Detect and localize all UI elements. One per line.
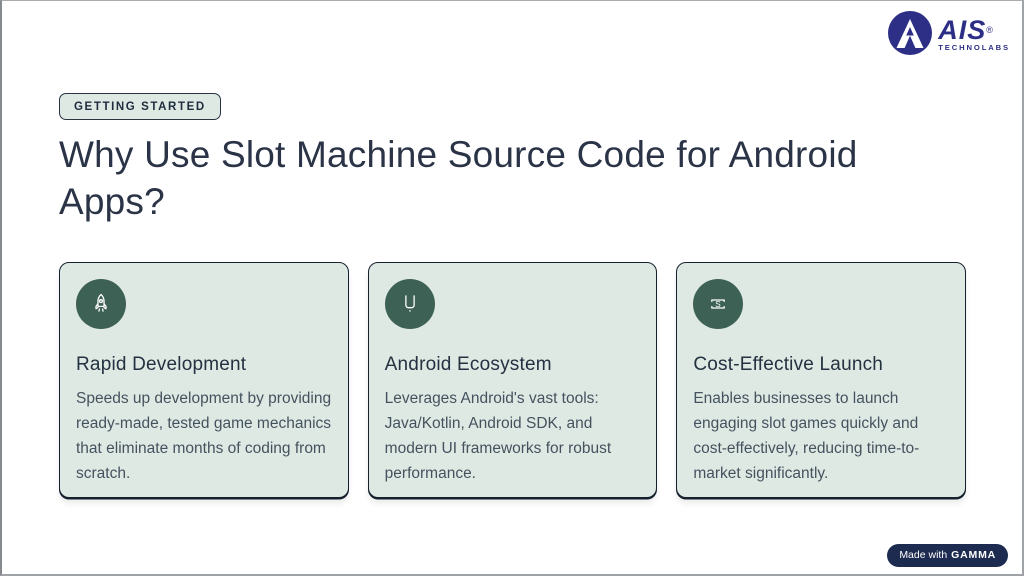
card-title: Rapid Development [76, 354, 247, 375]
svg-text:S: S [716, 300, 722, 309]
card-title: Android Ecosystem [384, 354, 552, 375]
ais-logo-mark [888, 11, 933, 55]
card-description: Leverages Android's vast tools: Java/Kot… [384, 390, 612, 482]
stylized-a-icon [896, 19, 924, 48]
card-icon-circle [76, 279, 126, 329]
registered-mark: ® [986, 25, 994, 35]
card-title: Cost-Effective Launch [693, 354, 884, 375]
card-android-ecosystem: Android Ecosystem Leverages Android's va… [367, 262, 658, 498]
card-cost-effective-launch: S Cost-Effective Launch Enables business… [676, 262, 967, 498]
feature-cards: Rapid Development Speeds up development … [59, 262, 967, 498]
card-icon-circle [384, 279, 435, 329]
gamma-brand: GAMMA [951, 549, 996, 561]
made-with-gamma-badge[interactable]: Made with GAMMA [887, 544, 1008, 567]
slide-content: GETTING STARTED Why Use Slot Machine Sou… [2, 1, 1022, 498]
getting-started-badge: GETTING STARTED [59, 93, 221, 120]
card-description: Enables businesses to launch engaging sl… [693, 390, 920, 482]
brand-name: AIS® [938, 15, 994, 45]
made-with-label: Made with [899, 549, 948, 561]
card-rapid-development: Rapid Development Speeds up development … [59, 262, 349, 498]
android-icon [404, 295, 415, 312]
ais-logo-text: AIS® TECHNOLABS [938, 11, 1010, 53]
ais-technolabs-logo: AIS® TECHNOLABS [888, 11, 1010, 55]
brand-subname: TECHNOLABS [938, 43, 1010, 52]
card-icon-circle: S [693, 279, 744, 329]
rocket-icon [95, 293, 107, 312]
page-title: Why Use Slot Machine Source Code for And… [59, 134, 858, 222]
banknote-icon: S [711, 299, 726, 309]
card-description: Speeds up development by providing ready… [76, 390, 332, 482]
